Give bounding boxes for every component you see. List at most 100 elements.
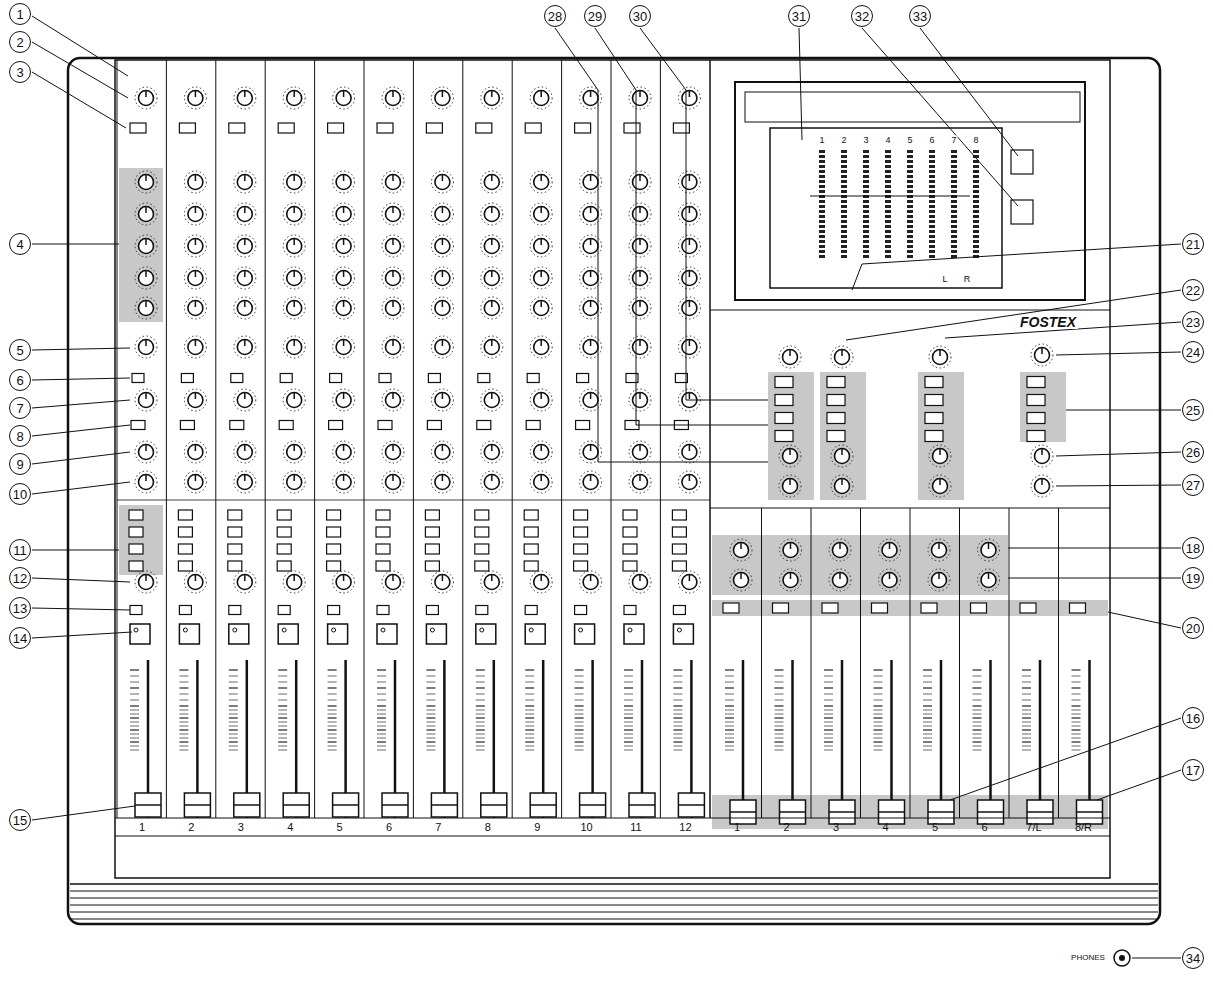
channel-number: 11 — [630, 822, 641, 833]
channel-number: 8 — [485, 822, 491, 833]
callout-number: 17 — [1182, 759, 1204, 781]
channel-number: 2 — [188, 822, 194, 833]
leader-line — [32, 482, 130, 494]
leader-line — [1056, 352, 1181, 355]
leader-line — [32, 42, 128, 98]
leader-line — [32, 378, 130, 380]
callout-number: 23 — [1182, 311, 1204, 333]
channel-number: 12 — [679, 822, 691, 833]
meter-channel: R — [963, 275, 972, 284]
channel-number: 4 — [287, 822, 293, 833]
leader-line — [32, 72, 126, 128]
leader-line — [920, 28, 1018, 156]
group-number: 5 — [932, 822, 938, 833]
leader-line — [1008, 578, 1181, 579]
callout-number: 7 — [9, 397, 31, 419]
meter-number: 5 — [906, 136, 913, 145]
leader-line — [32, 550, 119, 551]
callout-number: 8 — [9, 425, 31, 447]
channel-number: 5 — [337, 822, 343, 833]
group-number: 8/R — [1075, 822, 1092, 833]
leader-line — [32, 348, 130, 350]
leader-line — [32, 244, 119, 245]
group-number: 3 — [833, 822, 839, 833]
callout-number: 25 — [1182, 399, 1204, 421]
callout-number: 1 — [9, 3, 31, 25]
callout-number: 34 — [1182, 947, 1204, 969]
leader-line — [32, 400, 130, 408]
channel-number: 7 — [435, 822, 441, 833]
leader-line — [1056, 485, 1181, 486]
callout-number: 5 — [9, 339, 31, 361]
leader-line — [852, 244, 1181, 290]
callout-number: 11 — [9, 539, 31, 561]
meter-number: 8 — [972, 136, 979, 145]
callout-number: 24 — [1182, 341, 1204, 363]
leader-line — [32, 452, 130, 464]
callout-number: 9 — [9, 453, 31, 475]
meter-number: 7 — [950, 136, 957, 145]
callout-number: 15 — [9, 809, 31, 831]
channel-number: 6 — [386, 822, 392, 833]
callout-number: 28 — [544, 5, 566, 27]
callout-number: 12 — [9, 567, 31, 589]
callout-number: 14 — [9, 627, 31, 649]
leader-line — [1097, 770, 1181, 800]
leader-line — [799, 28, 802, 140]
callout-number: 33 — [909, 5, 931, 27]
callout-number: 4 — [9, 233, 31, 255]
leader-line — [32, 806, 135, 820]
callout-number: 31 — [788, 5, 810, 27]
meter-number: 2 — [840, 136, 847, 145]
callout-number: 16 — [1182, 707, 1204, 729]
meter-number: 4 — [884, 136, 891, 145]
group-number: 7/L — [1026, 822, 1041, 833]
brand-logo: FOSTEX — [1018, 315, 1078, 329]
channel-number: 9 — [534, 822, 540, 833]
group-number: 2 — [783, 822, 789, 833]
group-number: 6 — [981, 822, 987, 833]
callout-number: 13 — [9, 597, 31, 619]
callout-number: 20 — [1182, 617, 1204, 639]
leader-line — [1108, 612, 1181, 628]
leader-line — [846, 290, 1181, 340]
leader-line — [862, 28, 1018, 206]
leader-line — [32, 16, 128, 76]
leader-line — [1008, 548, 1181, 549]
callout-number: 29 — [584, 5, 606, 27]
leader-line — [555, 28, 768, 462]
callout-number: 3 — [9, 61, 31, 83]
channel-number: 10 — [580, 822, 592, 833]
jack-label: PHONES — [1070, 954, 1106, 962]
channel-number: 1 — [139, 822, 145, 833]
meter-number: 3 — [862, 136, 869, 145]
callout-number: 21 — [1182, 233, 1204, 255]
meter-channel: L — [941, 275, 948, 284]
leader-line — [595, 28, 768, 425]
leader-line — [32, 608, 130, 610]
callout-number: 26 — [1182, 441, 1204, 463]
callout-number: 30 — [629, 5, 651, 27]
group-number: 1 — [734, 822, 740, 833]
leader-line — [1056, 452, 1181, 456]
leader-line — [1066, 410, 1181, 411]
callout-number: 19 — [1182, 567, 1204, 589]
channel-number: 3 — [238, 822, 244, 833]
leader-line — [32, 632, 132, 638]
leader-line — [1132, 958, 1181, 959]
meter-number: 6 — [928, 136, 935, 145]
leader-line — [32, 578, 130, 582]
callout-number: 6 — [9, 369, 31, 391]
callout-number: 27 — [1182, 474, 1204, 496]
group-number: 4 — [882, 822, 888, 833]
leader-line — [32, 425, 130, 436]
callout-number: 10 — [9, 483, 31, 505]
callout-number: 32 — [851, 5, 873, 27]
callout-number: 22 — [1182, 279, 1204, 301]
leader-line — [950, 718, 1181, 800]
meter-number: 1 — [818, 136, 825, 145]
leader-line — [640, 28, 768, 400]
callout-number: 18 — [1182, 537, 1204, 559]
callout-number: 2 — [9, 31, 31, 53]
